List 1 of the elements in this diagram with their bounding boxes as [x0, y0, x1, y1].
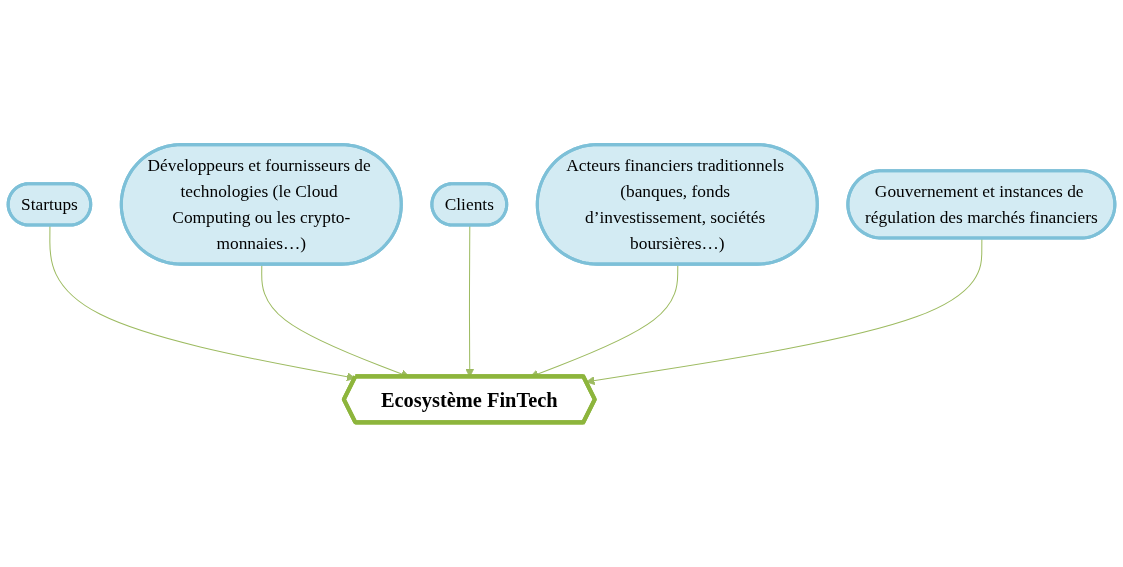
arrow	[585, 238, 983, 386]
